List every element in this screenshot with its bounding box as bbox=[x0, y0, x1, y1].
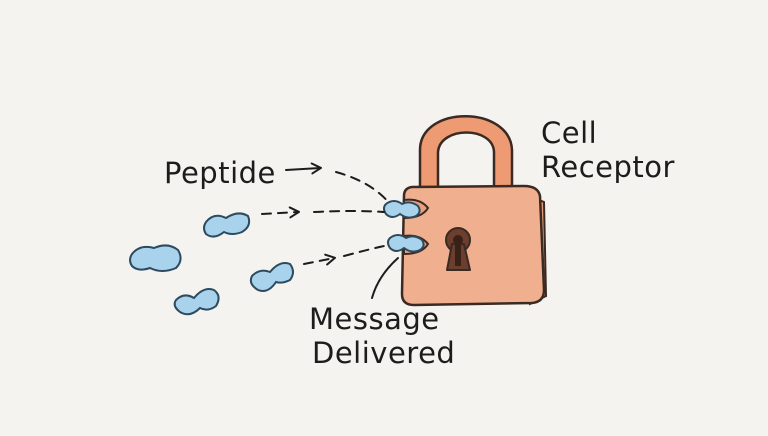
keyhole-icon bbox=[445, 227, 471, 271]
peptide-label: Peptide bbox=[164, 156, 276, 190]
message-label-line2: Delivered bbox=[312, 336, 456, 370]
lock-body bbox=[400, 184, 546, 307]
bound-peptide-top bbox=[383, 200, 421, 219]
cell-receptor-label-line1: Cell bbox=[541, 116, 598, 150]
peptide-molecule-icon bbox=[173, 288, 220, 316]
peptide-molecule-icon bbox=[203, 212, 251, 238]
cell-receptor-label-line2: Receptor bbox=[541, 150, 675, 184]
arrow-peptide-label bbox=[285, 162, 391, 205]
peptide-molecule-icon bbox=[129, 244, 182, 272]
arrow-peptide-middle bbox=[261, 206, 385, 219]
lock-shackle bbox=[418, 115, 514, 198]
message-label-line1: Message bbox=[309, 302, 440, 336]
peptide-molecule-icon bbox=[249, 262, 294, 292]
padlock-icon bbox=[400, 115, 548, 307]
bound-peptide-bottom bbox=[387, 234, 425, 253]
arrow-peptide-lower bbox=[303, 245, 385, 266]
message-pointer-line bbox=[371, 257, 399, 299]
